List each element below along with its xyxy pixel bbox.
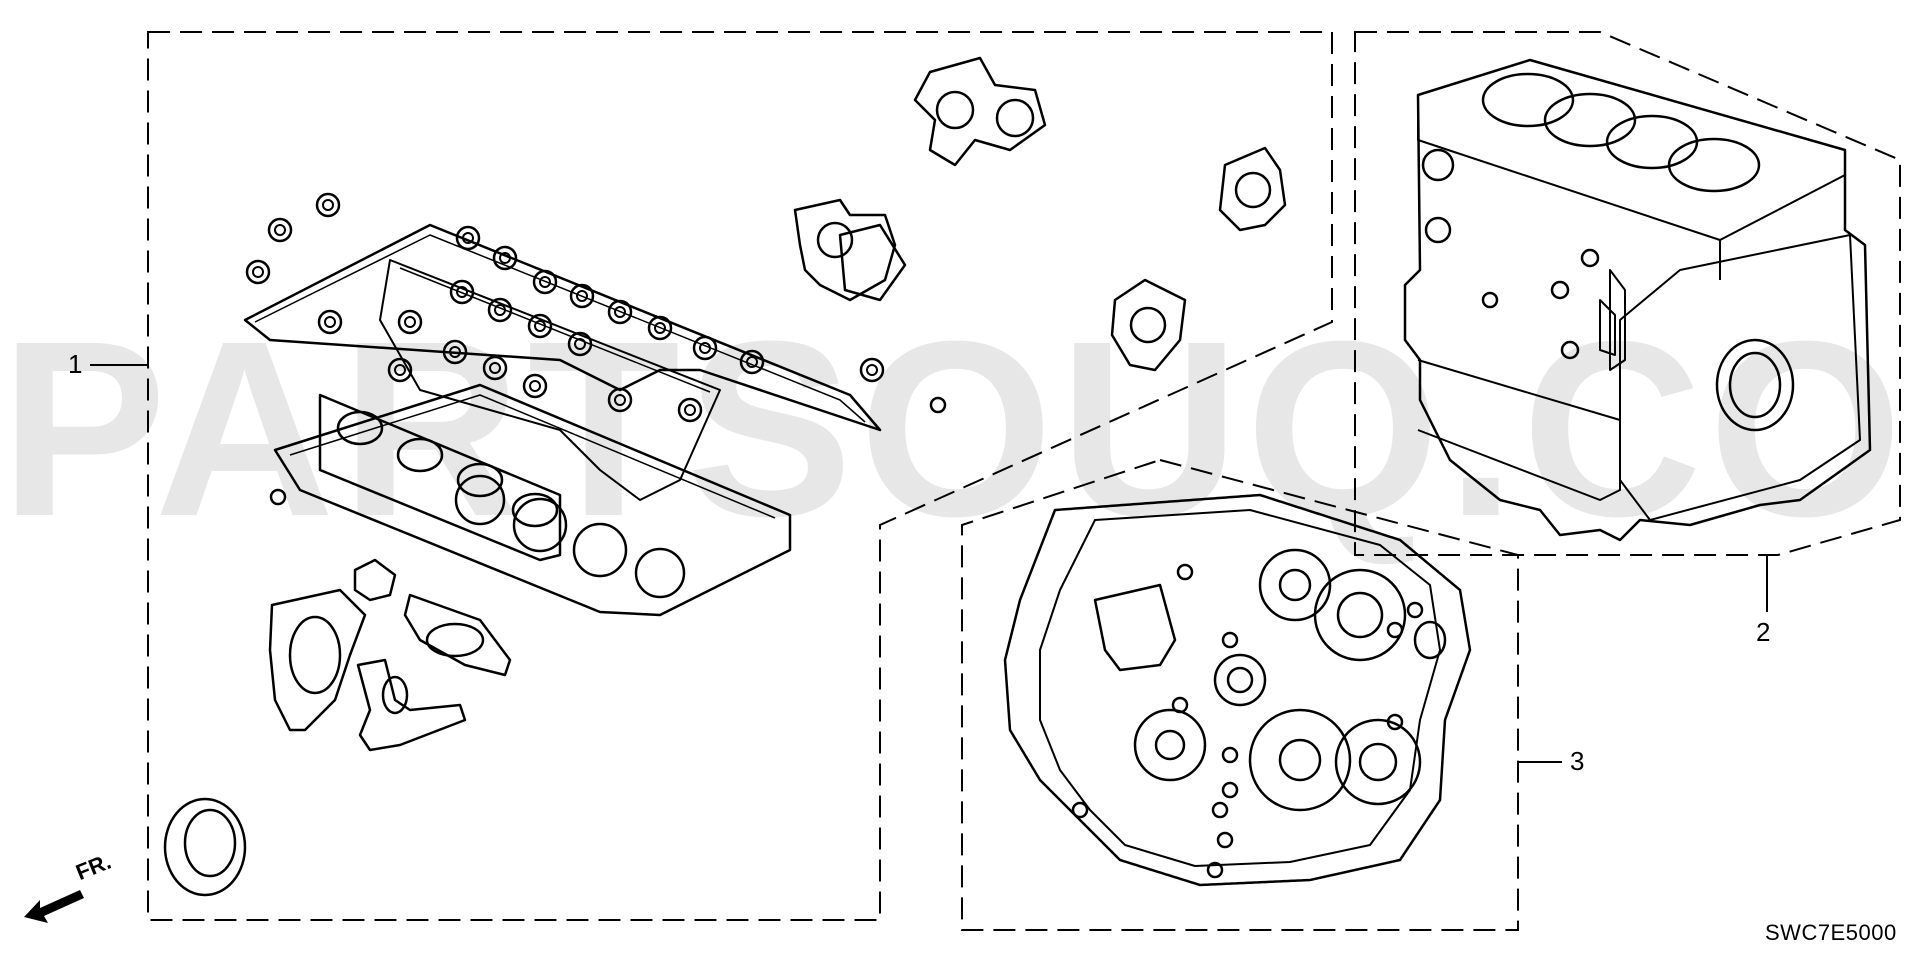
callout-1-label: 1 xyxy=(68,349,83,379)
transmission-case-drawing xyxy=(1003,493,1472,887)
kit-2-outline xyxy=(1354,31,1901,556)
valve-stem-seals xyxy=(245,192,885,423)
diagram-code: SWC7E5000 xyxy=(1765,920,1897,945)
engine-block-drawing xyxy=(1403,58,1872,542)
callout-3-label: 3 xyxy=(1570,746,1585,776)
head-gasket-kit-drawing xyxy=(243,223,882,617)
front-direction-arrow-icon xyxy=(24,890,84,923)
flange-gaskets xyxy=(163,56,1287,897)
callout-2-label: 2 xyxy=(1756,617,1771,647)
kit-3-outline xyxy=(961,458,1519,931)
kit-1-outline xyxy=(147,31,1333,921)
